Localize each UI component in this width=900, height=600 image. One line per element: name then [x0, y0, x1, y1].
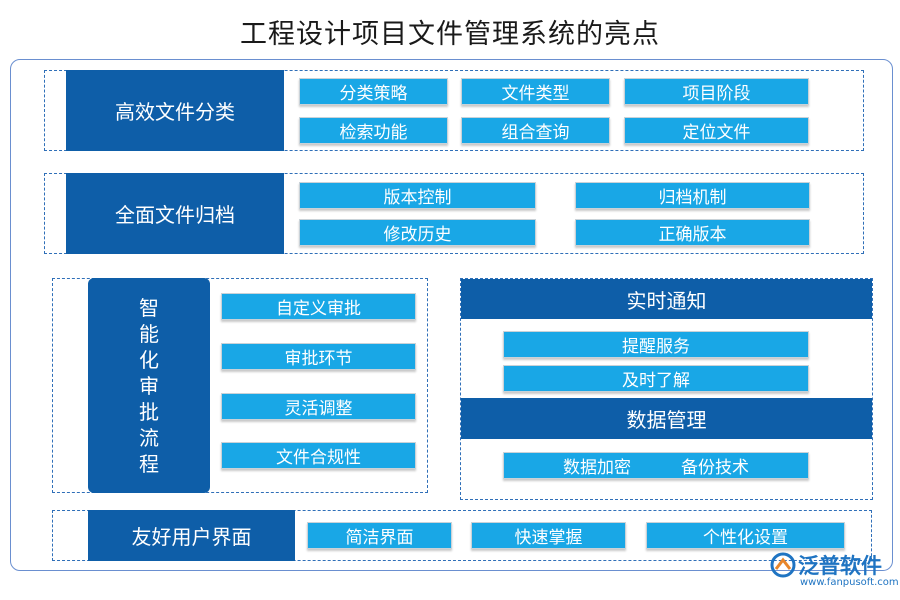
classification-heading: 高效文件分类 [66, 70, 284, 151]
page-title: 工程设计项目文件管理系统的亮点 [240, 19, 660, 50]
chip-flexible-adjust: 灵活调整 [221, 393, 416, 420]
chip-locate-file: 定位文件 [624, 117, 809, 144]
ui-heading: 友好用户界面 [88, 510, 295, 561]
chip-custom-approval: 自定义审批 [221, 293, 416, 320]
chip-file-type: 文件类型 [461, 78, 610, 105]
approval-heading-char: 化 [139, 347, 159, 372]
ui-group [52, 510, 872, 561]
approval-heading-char: 审 [139, 373, 159, 398]
approval-heading-char: 流 [139, 425, 159, 450]
approval-heading-char: 批 [139, 399, 159, 424]
chip-reminder-service: 提醒服务 [503, 331, 809, 358]
notification-group [460, 278, 873, 500]
chip-correct-version: 正确版本 [575, 219, 810, 246]
chip-data-security: 数据加密 备份技术 [503, 452, 809, 479]
chip-modification-history: 修改历史 [299, 219, 536, 246]
chip-timely-awareness: 及时了解 [503, 365, 809, 392]
approval-heading-char: 能 [139, 321, 159, 346]
approval-group [52, 278, 428, 493]
chip-quick-mastery: 快速掌握 [471, 522, 626, 549]
backup-technology-label: 备份技术 [681, 458, 749, 478]
chip-project-stage: 项目阶段 [624, 78, 809, 105]
brand-name: 泛普软件 [798, 554, 882, 578]
brand-logo: 泛普软件 [770, 550, 882, 580]
chip-version-control: 版本控制 [299, 182, 536, 209]
chip-simple-interface: 简洁界面 [307, 522, 452, 549]
archive-heading: 全面文件归档 [66, 173, 284, 254]
chip-file-compliance: 文件合规性 [221, 442, 416, 469]
main-frame [10, 59, 893, 571]
approval-heading-char: 程 [139, 451, 159, 476]
data-encryption-label: 数据加密 [563, 458, 631, 478]
chip-personalized-settings: 个性化设置 [646, 522, 845, 549]
chip-combined-query: 组合查询 [461, 117, 610, 144]
chip-approval-step: 审批环节 [221, 343, 416, 370]
data-management-heading: 数据管理 [461, 398, 872, 439]
approval-heading: 智 能 化 审 批 流 程 [88, 278, 210, 493]
archive-group [44, 173, 864, 254]
chip-archive-mechanism: 归档机制 [575, 182, 810, 209]
classification-group [44, 70, 864, 151]
approval-heading-char: 智 [139, 295, 159, 320]
notification-heading: 实时通知 [461, 279, 872, 319]
fanpu-logo-icon [770, 552, 796, 578]
chip-classification-strategy: 分类策略 [299, 78, 448, 105]
chip-search-function: 检索功能 [299, 117, 448, 144]
brand-url: www.fanpusoft.com [800, 577, 899, 588]
